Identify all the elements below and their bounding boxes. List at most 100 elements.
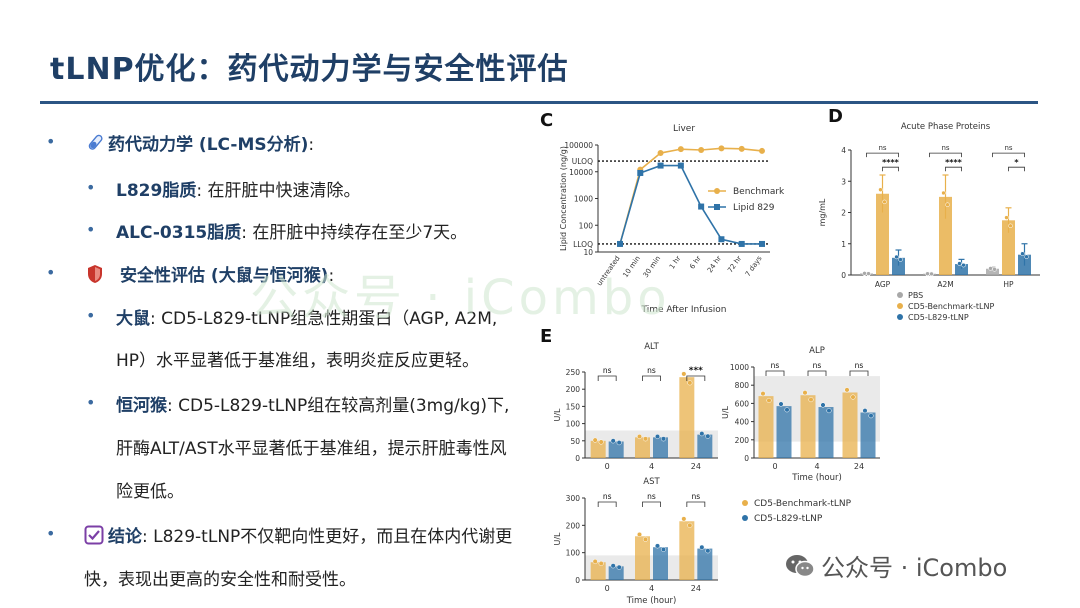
- bullet-dot: •: [86, 220, 96, 239]
- legend-label: CD5-L829-tLNP: [754, 514, 823, 524]
- data-point: [1008, 223, 1013, 229]
- bar: [758, 396, 774, 458]
- significance-label: ns: [647, 492, 656, 501]
- significance-bracket: [686, 375, 706, 381]
- legend-label: Benchmark: [733, 187, 785, 197]
- significance-label: ****: [882, 158, 900, 167]
- data-point: [698, 147, 705, 154]
- y-tick-label: 2: [841, 209, 846, 218]
- significance-bracket: [849, 370, 869, 376]
- bar: [923, 273, 936, 275]
- data-point: [868, 413, 874, 419]
- data-point: [1020, 251, 1025, 256]
- bar: [955, 264, 968, 275]
- bullet-dot: •: [86, 393, 96, 412]
- data-point: [699, 544, 705, 550]
- legend-marker: [742, 515, 748, 521]
- bar: [635, 437, 650, 458]
- data-point: [610, 438, 616, 444]
- data-point: [698, 203, 705, 210]
- y-tick-label: 50: [570, 437, 580, 446]
- y-tick-label: 250: [566, 368, 581, 377]
- data-point: [687, 522, 693, 528]
- y-tick-label: 0: [841, 271, 846, 280]
- data-point: [894, 254, 899, 260]
- data-point: [636, 531, 643, 538]
- bar: [876, 193, 889, 275]
- data-point: [677, 162, 684, 169]
- significance-bracket: [642, 375, 661, 381]
- x-tick-label: A2M: [937, 280, 953, 289]
- significance-label: ns: [691, 492, 700, 501]
- bar: [679, 521, 695, 580]
- data-point: [898, 257, 903, 262]
- y-tick-label: 200: [735, 436, 750, 445]
- significance-label: ns: [647, 366, 656, 375]
- data-point: [866, 271, 871, 276]
- x-tick-label: 0: [772, 462, 777, 471]
- bar: [892, 257, 905, 275]
- bullet-pk-heading: 药代动力学 (LC-MS分析):: [86, 130, 314, 157]
- y-axis-label: Lipid Concentration (ng/g): [559, 146, 568, 251]
- data-point: [617, 240, 623, 247]
- x-tick-label: 24: [691, 584, 701, 593]
- x-tick-label: HP: [1003, 280, 1014, 289]
- legend-marker: [714, 204, 720, 210]
- reference-band: [754, 376, 880, 442]
- x-tick-label: 24: [854, 462, 864, 471]
- bullet-dot: •: [86, 178, 96, 197]
- y-tick-label: 0: [575, 454, 580, 463]
- data-point: [844, 387, 850, 393]
- panel-label-c: C: [540, 110, 554, 131]
- title-divider: [40, 101, 1038, 104]
- data-point: [878, 187, 883, 192]
- data-point: [925, 271, 930, 276]
- data-point: [718, 236, 725, 243]
- bar: [653, 437, 668, 458]
- x-axis-label: Time (hour): [791, 473, 842, 483]
- significance-bracket: [686, 501, 706, 507]
- legend-marker: [897, 292, 903, 298]
- significance-label: ns: [1004, 144, 1012, 152]
- bullet-dot: •: [46, 524, 56, 543]
- data-point: [687, 380, 693, 386]
- y-tick-label: 800: [735, 381, 750, 390]
- x-tick-label: 72 hr: [726, 254, 743, 274]
- data-point: [1004, 215, 1009, 220]
- data-point: [961, 262, 966, 268]
- y-axis-label: U/L: [721, 405, 730, 419]
- significance-label: ****: [945, 158, 963, 167]
- data-point: [705, 433, 711, 439]
- data-point: [598, 560, 604, 567]
- bullet-monkey-line3: 险更低。: [116, 482, 184, 502]
- bar: [800, 395, 816, 458]
- data-point: [699, 431, 705, 437]
- x-tick-label: 4: [649, 462, 654, 471]
- x-axis-label: Time (hour): [626, 596, 677, 606]
- data-point: [808, 397, 814, 403]
- bar: [635, 536, 650, 580]
- data-point: [718, 145, 725, 152]
- y-tick-label: 100000: [564, 141, 593, 150]
- data-point: [642, 536, 649, 542]
- bar: [653, 547, 668, 580]
- data-point: [617, 240, 623, 247]
- y-tick-label: 3: [841, 177, 846, 186]
- data-point: [657, 162, 664, 169]
- watermark-text: 公众号 · iCombo: [250, 270, 671, 326]
- x-tick-label: 0: [605, 462, 610, 471]
- legend-marker: [714, 188, 720, 194]
- data-point: [705, 548, 711, 554]
- significance-label: ns: [813, 361, 822, 370]
- data-point: [862, 271, 867, 276]
- y-tick-label: 4: [841, 146, 846, 155]
- data-point: [660, 546, 667, 553]
- data-point: [945, 202, 950, 207]
- data-point: [929, 271, 934, 277]
- significance-bracket: [945, 166, 962, 172]
- data-point: [636, 433, 643, 440]
- data-point: [802, 390, 808, 396]
- significance-bracket: [642, 501, 661, 507]
- legend-marker: [742, 500, 748, 506]
